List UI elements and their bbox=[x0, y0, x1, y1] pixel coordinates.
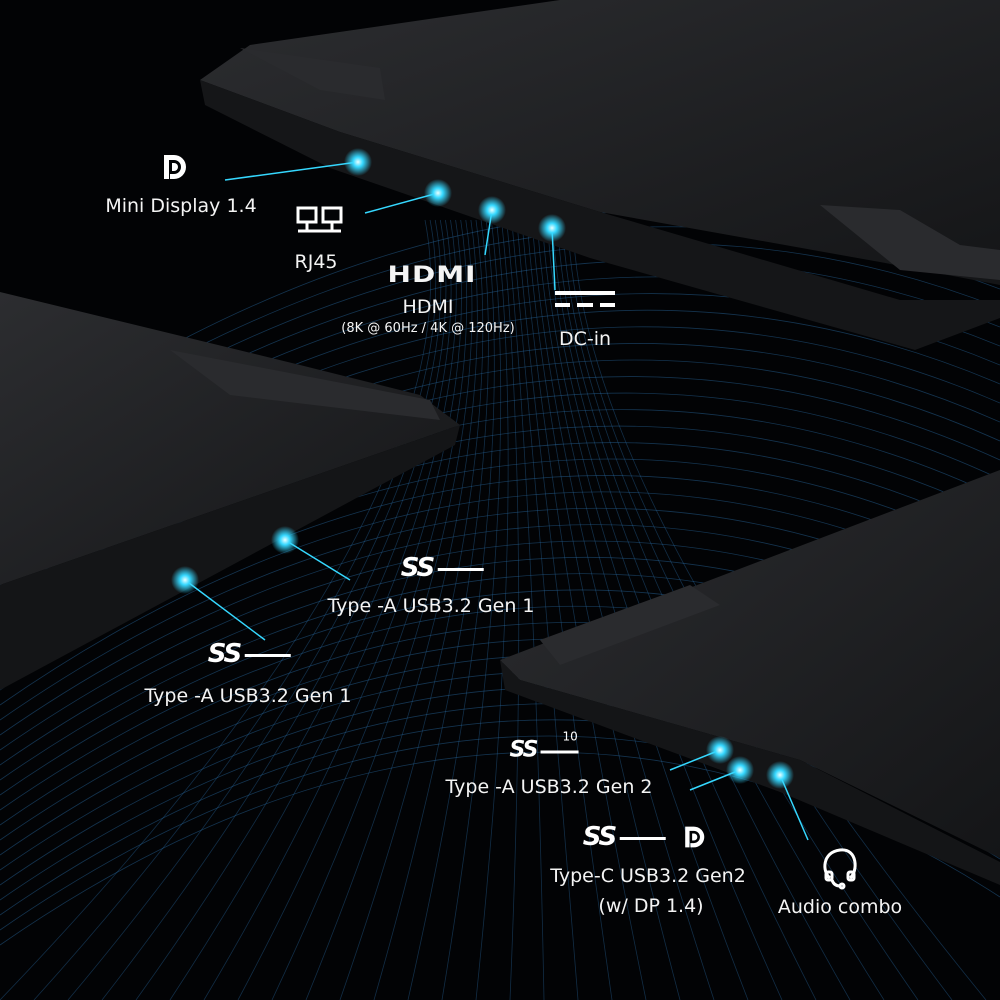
port-glow bbox=[171, 566, 199, 594]
headset-icon bbox=[823, 848, 857, 890]
displayport-icon bbox=[164, 155, 186, 179]
port-glow bbox=[706, 736, 734, 764]
grid-line bbox=[33, 219, 437, 1000]
grid-line bbox=[506, 219, 545, 1000]
port-label-usb-a-gen1-right: Type -A USB3.2 Gen 1 bbox=[327, 595, 535, 617]
displayport-icon bbox=[684, 826, 704, 848]
grid-line bbox=[0, 219, 432, 1000]
port-glow bbox=[766, 761, 794, 789]
port-sublabel-usb-c: (w/ DP 1.4) bbox=[598, 895, 704, 917]
leader-line bbox=[184, 579, 266, 641]
grid-line bbox=[441, 219, 502, 1000]
dc-power-icon bbox=[555, 291, 615, 307]
port-glow bbox=[271, 526, 299, 554]
port-glows bbox=[171, 148, 794, 789]
grid-line bbox=[531, 219, 715, 1000]
grid-line bbox=[526, 219, 681, 1000]
superspeed-usb-icon: SS bbox=[401, 553, 486, 583]
port-label-usb-a-gen2: Type -A USB3.2 Gen 2 bbox=[445, 776, 653, 798]
port-label-usb-c: Type-C USB3.2 Gen2 bbox=[550, 865, 746, 887]
hdmi-logo-icon: HDMI bbox=[387, 261, 477, 288]
port-glow bbox=[726, 756, 754, 784]
leader-line bbox=[224, 161, 359, 181]
grid-line bbox=[541, 219, 783, 1000]
laptop-top bbox=[200, 0, 1000, 350]
grid-line bbox=[511, 219, 579, 1000]
grid-line bbox=[536, 219, 749, 1000]
laptop-right bbox=[500, 470, 1000, 885]
grid-line bbox=[135, 219, 452, 1000]
port-label-dc-in: DC-in bbox=[558, 328, 612, 350]
superspeed-usb-icon: SS bbox=[208, 639, 293, 669]
port-label-hdmi: HDMI bbox=[402, 296, 454, 318]
laptop-left bbox=[0, 292, 460, 690]
port-glow bbox=[478, 196, 506, 224]
port-label-audio-combo: Audio combo bbox=[777, 896, 903, 918]
grid-line bbox=[101, 219, 447, 1000]
superspeed-usb-displayport-icon: SS bbox=[583, 822, 708, 852]
port-label-usb-a-gen1-left: Type -A USB3.2 Gen 1 bbox=[144, 685, 352, 707]
grid-line bbox=[475, 219, 509, 1000]
grid-line bbox=[67, 219, 442, 1000]
port-label-mini-display: Mini Display 1.4 bbox=[105, 195, 257, 217]
port-sublabel-hdmi: (8K @ 60Hz / 4K @ 120Hz) bbox=[341, 321, 515, 336]
grid-line bbox=[501, 219, 520, 1000]
port-glow bbox=[424, 179, 452, 207]
usb-speed-badge: 10 bbox=[562, 729, 578, 744]
rj45-icon bbox=[296, 206, 343, 233]
port-glow bbox=[538, 214, 566, 242]
grid-line bbox=[516, 219, 613, 1000]
port-label-rj45: RJ45 bbox=[294, 251, 338, 273]
grid-line bbox=[521, 219, 647, 1000]
port-glow bbox=[344, 148, 372, 176]
